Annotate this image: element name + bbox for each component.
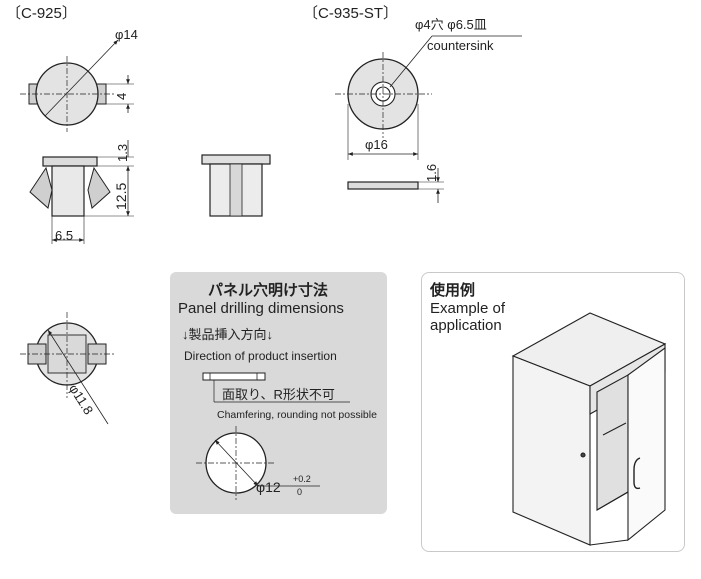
dim-height-1-3: 1.3	[115, 143, 130, 162]
panel-drilling-box	[170, 272, 387, 514]
insertion-direction-jp: ↓製品挿入方向↓	[182, 327, 274, 342]
tolerance-upper: +0.2	[293, 474, 311, 484]
dim-thickness-1-6: 1.6	[424, 163, 439, 182]
dim-countersink: countersink	[427, 38, 494, 53]
c925-top-view	[20, 39, 134, 132]
tolerance-lower: 0	[297, 487, 303, 497]
application-title-en-line2: application	[430, 317, 502, 334]
chamfer-note-en: Chamfering, rounding not possible	[217, 409, 377, 421]
panel-title-en: Panel drilling dimensions	[178, 300, 344, 317]
panel-hole-circle	[196, 426, 320, 500]
dim-width-6-5: 6.5	[55, 228, 74, 243]
dim-diameter-14: φ14	[115, 27, 138, 42]
c925-bottom-view	[20, 312, 114, 425]
application-title-jp: 使用例	[430, 282, 476, 299]
panel-title-jp: パネル穴明け寸法	[208, 282, 329, 299]
hole-diameter-12: φ12	[256, 479, 281, 495]
chamfer-note-jp: 面取り、R形状不可	[222, 387, 335, 402]
dim-width-4: 4	[114, 92, 129, 100]
c935-top-view	[335, 35, 522, 160]
panel-plate-side	[202, 372, 350, 403]
c935-side-view	[347, 168, 444, 203]
dim-diameter-16: φ16	[365, 137, 388, 152]
middle-part-view	[201, 154, 271, 217]
insertion-direction-en: Direction of product insertion	[184, 349, 337, 363]
application-title-en-line1: Example of	[430, 300, 506, 317]
model-label-c925: 〔C-925〕	[6, 5, 77, 22]
c925-side-view	[29, 140, 134, 244]
model-label-c935: 〔C-935-ST〕	[303, 5, 399, 22]
dim-height-12-5: 12.5	[113, 182, 129, 210]
cabinet-illustration	[511, 312, 667, 546]
dim-hole-spec: φ4穴 φ6.5皿	[415, 17, 487, 32]
